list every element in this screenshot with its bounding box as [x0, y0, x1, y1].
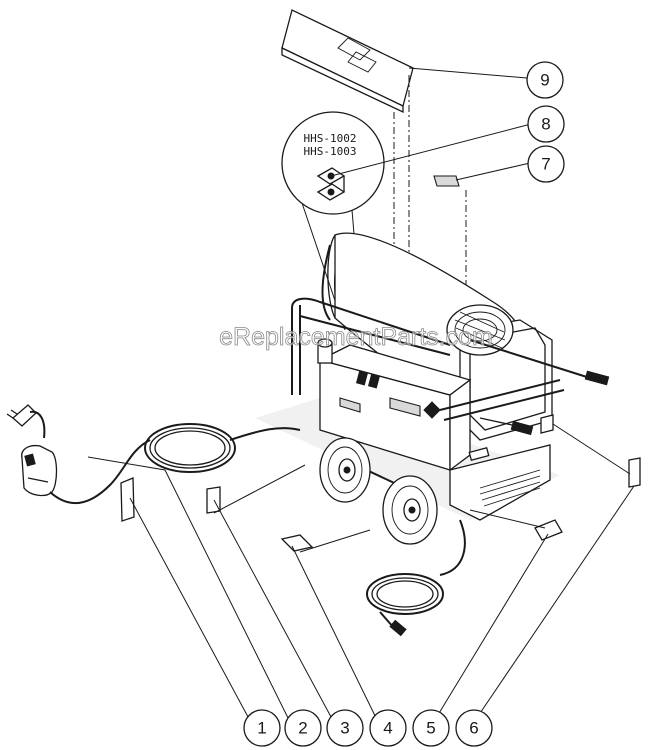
leader-lines [87, 67, 635, 729]
callout-6-number: 6 [469, 719, 478, 738]
callout-3-number: 3 [340, 719, 349, 738]
callout-8-number: 8 [541, 115, 550, 134]
power-cord [6, 404, 301, 505]
small-decal-7 [433, 175, 460, 187]
callout-2-number: 2 [298, 719, 307, 738]
callout-5[interactable]: 5 [412, 709, 450, 747]
decal-6 [628, 457, 641, 488]
callout-2[interactable]: 2 [284, 709, 322, 747]
callout-1[interactable]: 1 [243, 709, 281, 747]
callout-9-number: 9 [540, 71, 549, 90]
pressure-washer [255, 232, 610, 545]
decal-rear [540, 414, 554, 434]
callout-7-number: 7 [541, 155, 550, 174]
callout-8[interactable]: 8 [527, 105, 565, 143]
watermark: eReplacementParts.com [219, 323, 493, 351]
detail-circle: HHS-1002 HHS-1003 [281, 111, 385, 331]
detail-part-number-2: HHS-1003 [304, 145, 357, 158]
callout-3[interactable]: 3 [326, 709, 364, 747]
callout-7[interactable]: 7 [527, 145, 565, 183]
pressure-hose [366, 519, 466, 637]
callout-1-number: 1 [257, 719, 266, 738]
decal-5 [534, 519, 563, 541]
callout-4-number: 4 [383, 719, 392, 738]
detail-part-number-1: HHS-1002 [304, 132, 357, 145]
callout-9[interactable]: 9 [526, 61, 564, 99]
decal-sheet [281, 9, 414, 114]
callout-5-number: 5 [426, 719, 435, 738]
decal-3 [206, 486, 221, 514]
decal-1 [120, 477, 135, 522]
decal-4 [280, 534, 314, 552]
callout-4[interactable]: 4 [369, 709, 407, 747]
callout-6[interactable]: 6 [455, 709, 493, 747]
